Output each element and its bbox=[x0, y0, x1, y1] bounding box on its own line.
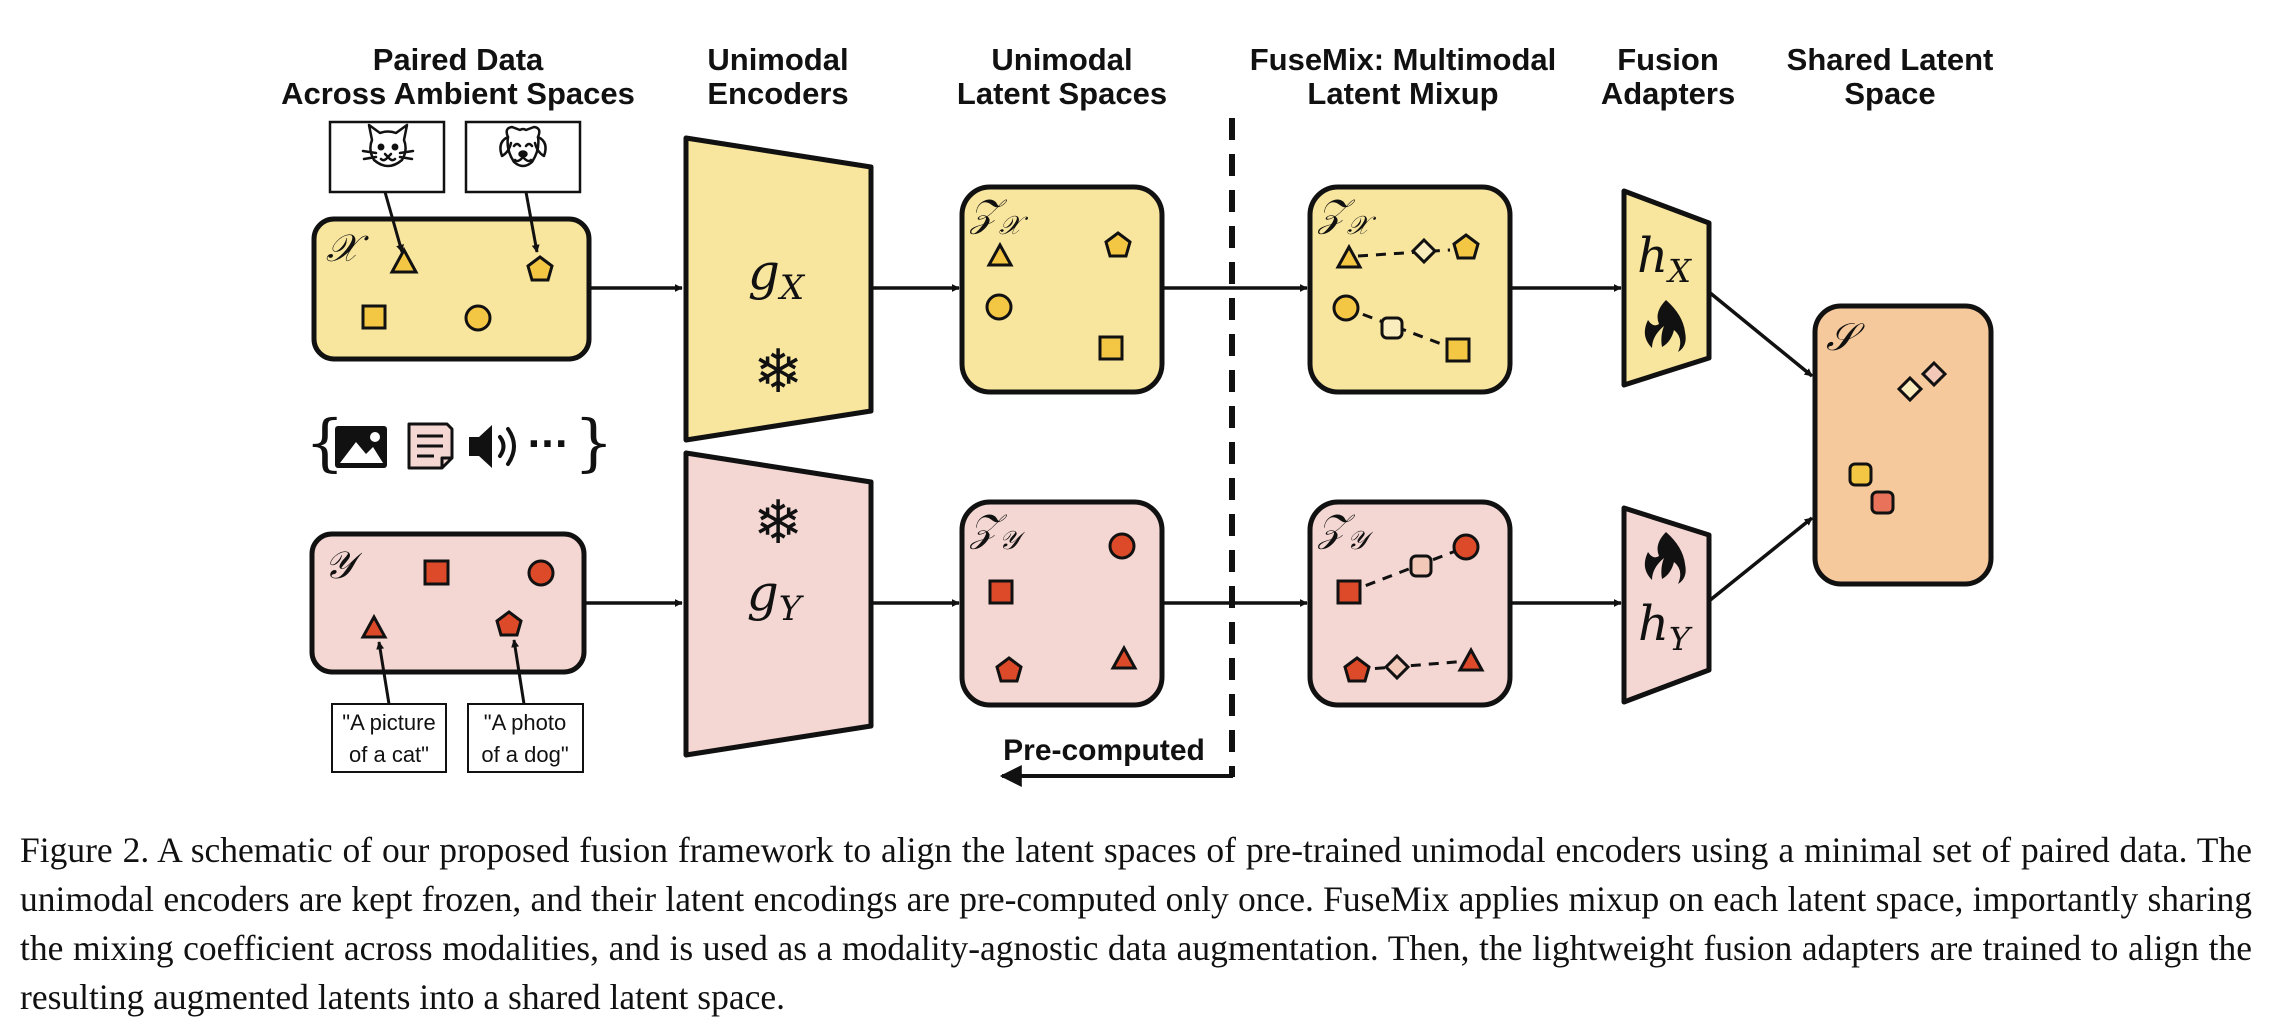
dog-caption-line2: of a dog" bbox=[481, 742, 568, 767]
header-fusemix-line2: Latent Mixup bbox=[1307, 76, 1498, 111]
shared-mixed-square-y bbox=[1870, 490, 1895, 515]
header-paired-data-line2: Across Ambient Spaces bbox=[281, 76, 635, 111]
ambient-x-triangle bbox=[389, 246, 419, 274]
shared-latent-space-box bbox=[1812, 303, 1994, 587]
mixed-y-diamond bbox=[1383, 653, 1411, 681]
modalities-ellipsis: ··· bbox=[527, 424, 568, 465]
header-fusion-adapters-line2: Adapters bbox=[1601, 76, 1735, 111]
latent-y-circle bbox=[1108, 532, 1136, 560]
encoder-gx bbox=[683, 135, 874, 443]
adapter-hy-label: hY bbox=[1638, 596, 1693, 658]
header-unimodal-latent-line1: Unimodal bbox=[991, 42, 1132, 77]
header-shared-latent-line2: Space bbox=[1844, 76, 1935, 111]
ambient-x-pentagon bbox=[526, 255, 554, 282]
latent-x-pentagon bbox=[1104, 231, 1132, 258]
image-icon bbox=[335, 426, 387, 468]
modalities-close-brace: } bbox=[574, 406, 613, 479]
speaker-icon bbox=[469, 425, 516, 468]
latent-x-square bbox=[1098, 335, 1124, 361]
adapter-y-to-shared-arrow bbox=[1707, 516, 1814, 603]
encoder-gy-label: gY bbox=[747, 564, 805, 629]
header-paired-data-line1: Paired Data bbox=[373, 42, 544, 77]
latent-y-square bbox=[988, 579, 1014, 605]
header-unimodal-encoders-line2: Encoders bbox=[707, 76, 848, 111]
precomputed-label: Pre-computed bbox=[1003, 734, 1205, 767]
fire-icon bbox=[1644, 300, 1686, 352]
adapter-x-to-shared-arrow bbox=[1707, 290, 1814, 378]
encoder-gy bbox=[683, 450, 874, 758]
fusemix-y-square bbox=[1336, 579, 1362, 605]
latent-x-triangle bbox=[986, 241, 1014, 267]
cat-caption-to-triangle-arrow bbox=[376, 641, 391, 705]
shared-mixed-diamond-x bbox=[1896, 375, 1924, 403]
fusion-framework-diagram: Paired Data Across Ambient Spaces Unimod… bbox=[281, 42, 1994, 787]
encoder-gx-label: gX bbox=[748, 243, 806, 308]
fusemix-y-circle bbox=[1452, 533, 1480, 561]
ambient-y-circle bbox=[527, 559, 555, 587]
dog-to-pentagon-arrow bbox=[524, 191, 540, 253]
ambient-y-square bbox=[423, 559, 450, 586]
text-document-icon bbox=[407, 422, 454, 470]
ambient-y-triangle bbox=[360, 613, 388, 639]
mixed-x-diamond bbox=[1410, 237, 1438, 265]
shared-mixed-diamond-y bbox=[1920, 360, 1948, 388]
header-unimodal-encoders-line1: Unimodal bbox=[707, 42, 848, 77]
adapter-hy bbox=[1621, 505, 1712, 705]
header-unimodal-latent-line2: Latent Spaces bbox=[957, 76, 1167, 111]
header-fusemix-line1: FuseMix: Multimodal bbox=[1250, 42, 1557, 77]
figure-caption: Figure 2. A schematic of our proposed fu… bbox=[20, 830, 2252, 1017]
fusemix-x-circle bbox=[1332, 294, 1360, 322]
fusemix-y-triangle bbox=[1457, 646, 1485, 672]
cat-face-icon bbox=[361, 123, 415, 168]
ambient-x-circle bbox=[464, 304, 492, 332]
latent-x-circle bbox=[985, 293, 1013, 321]
fusemix-x-triangle bbox=[1335, 243, 1363, 269]
header-shared-latent-line1: Shared Latent bbox=[1787, 42, 1994, 77]
latent-y-triangle bbox=[1110, 644, 1138, 670]
mixed-x-rounded-square bbox=[1380, 316, 1404, 340]
dog-face-icon bbox=[499, 125, 547, 168]
snowflake-icon: ❄ bbox=[753, 337, 803, 407]
mixup-line bbox=[1356, 659, 1469, 672]
header-fusion-adapters-line1: Fusion bbox=[1617, 42, 1719, 77]
dog-caption-line1: "A photo bbox=[484, 710, 566, 735]
snowflake-icon: ❄ bbox=[753, 488, 803, 558]
latent-y-pentagon bbox=[995, 656, 1023, 683]
dog-caption-to-pentagon-arrow bbox=[511, 639, 526, 705]
dog-caption-box bbox=[467, 703, 584, 773]
ambient-y-pentagon bbox=[495, 610, 523, 637]
adapter-hx bbox=[1621, 188, 1712, 388]
mixed-y-rounded-square bbox=[1409, 554, 1433, 578]
cat-to-triangle-arrow bbox=[383, 191, 404, 253]
adapter-hx-label: hX bbox=[1637, 228, 1692, 290]
fusemix-x-square bbox=[1445, 337, 1471, 363]
fire-icon bbox=[1644, 532, 1686, 584]
cat-caption-line1: "A picture bbox=[342, 710, 435, 735]
mixup-line bbox=[1348, 545, 1467, 594]
fusemix-x-pentagon bbox=[1452, 233, 1480, 260]
ambient-x-square bbox=[361, 304, 387, 330]
shared-mixed-square-x bbox=[1848, 462, 1873, 487]
cat-caption-line2: of a cat" bbox=[349, 742, 429, 767]
fusemix-y-pentagon bbox=[1343, 656, 1371, 683]
